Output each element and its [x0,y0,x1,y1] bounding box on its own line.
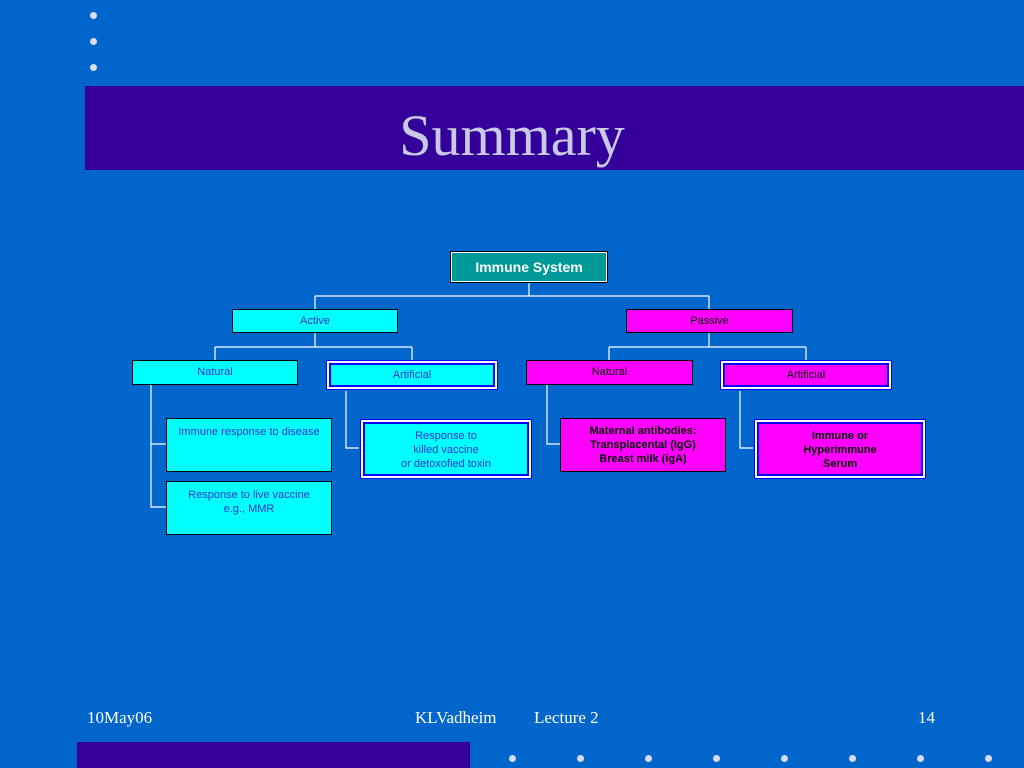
bullet-dot [713,755,720,762]
node-line: Transplacental (IgG) [590,439,696,451]
node-line: Immune or [811,430,869,442]
node-active: Active [232,309,398,333]
node-label: Artificial [392,369,432,381]
bullet-dot [90,38,97,45]
node-label: Natural [197,366,233,378]
bullet-dot [781,755,788,762]
slide-title: Summary [399,103,625,168]
node-passive: Passive [626,309,793,333]
bullet-dot [645,755,652,762]
node-line: Serum [822,458,858,470]
node-label: Active [300,315,330,327]
node-line: Breast milk (igA) [599,453,687,465]
node-response-killed-vaccine: Response to killed vaccine or detoxofied… [363,422,529,476]
node-line: Hyperimmune [803,444,877,456]
node-label: Passive [690,315,729,327]
node-active-natural: Natural [132,360,298,385]
bullet-dot [577,755,584,762]
node-label: Artificial [786,369,826,381]
node-label: Immune response to disease [178,426,320,438]
node-line: e.g., MMR [223,503,275,515]
node-passive-natural: Natural [526,360,693,385]
bullet-dot [917,755,924,762]
node-immune-system: Immune System [450,251,608,283]
bullet-dot [90,64,97,71]
node-line: Response to live vaccine [188,489,310,501]
footer-date: 10May06 [87,708,153,727]
node-label: Natural [591,366,628,378]
bullet-dot [985,755,992,762]
bullet-dot [509,755,516,762]
node-passive-artificial: Artificial [723,363,889,387]
footer-page-number: 14 [918,708,935,727]
bullet-dot [90,12,97,19]
node-immune-response-disease: Immune response to disease [166,418,332,472]
node-response-live-vaccine: Response to live vaccine e.g., MMR [166,481,332,535]
bullet-dot [849,755,856,762]
node-line: Response to [415,430,477,442]
bottom-band [77,742,470,768]
node-label: Immune System [475,259,583,275]
node-line: killed vaccine [413,444,479,456]
node-maternal-antibodies: Maternal antibodies: Transplacental (IgG… [560,418,726,472]
node-line: Maternal antibodies: [589,425,697,437]
title-band [85,86,1024,170]
footer-author: KLVadheim [415,708,497,727]
footer-lecture: Lecture 2 [534,708,599,727]
node-line: or detoxofied toxin [401,458,491,470]
node-immune-serum: Immune or Hyperimmune Serum [757,422,923,476]
node-active-artificial: Artificial [329,363,495,387]
